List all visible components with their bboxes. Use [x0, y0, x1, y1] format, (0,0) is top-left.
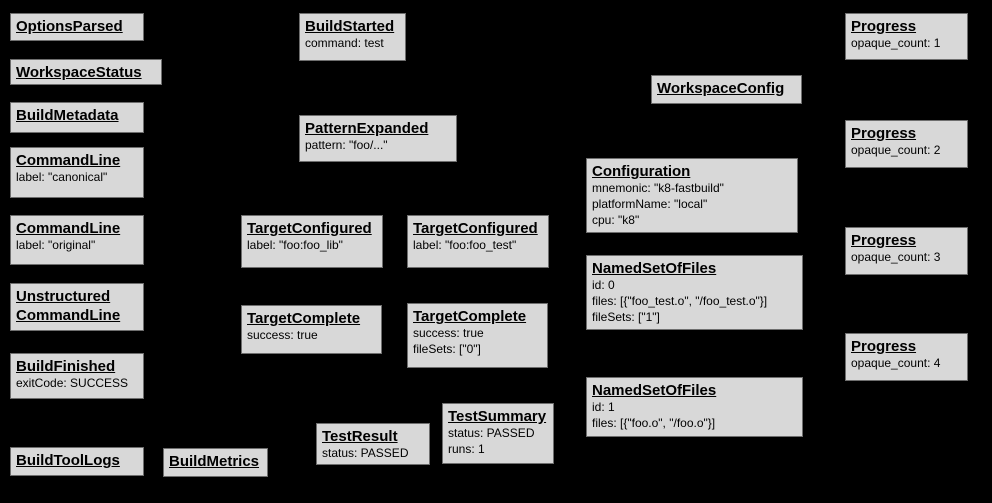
- node-attribute: opaque_count: 1: [851, 36, 941, 51]
- node-build-finished: BuildFinished exitCode: SUCCESS: [10, 353, 144, 399]
- node-target-configured-foo-test: TargetConfigured label: "foo:foo_test": [407, 215, 549, 268]
- node-attribute: files: [{"foo.o", "/foo.o"}]: [592, 416, 716, 431]
- node-title: CommandLine: [16, 152, 121, 169]
- node-title: WorkspaceConfig: [657, 80, 785, 97]
- node-title: TargetConfigured: [247, 220, 372, 237]
- node-title: BuildMetrics: [169, 453, 260, 470]
- node-title: CommandLine: [16, 220, 121, 237]
- node-build-tool-logs: BuildToolLogs: [10, 447, 144, 476]
- node-title: Unstructured CommandLine: [16, 288, 121, 325]
- node-attribute: status: PASSED: [322, 446, 409, 461]
- node-attribute: mnemonic: "k8-fastbuild": [592, 181, 724, 196]
- node-title: PatternExpanded: [305, 120, 429, 137]
- node-build-metadata: BuildMetadata: [10, 102, 144, 133]
- node-attribute: runs: 1: [448, 442, 485, 457]
- node-attribute: id: 0: [592, 278, 615, 293]
- node-attribute: status: PASSED: [448, 426, 535, 441]
- node-title: TestResult: [322, 428, 398, 445]
- node-attribute: label: "canonical": [16, 170, 108, 185]
- node-test-summary: TestSummary status: PASSED runs: 1: [442, 403, 554, 464]
- node-command-line-original: CommandLine label: "original": [10, 215, 144, 265]
- node-attribute: label: "foo:foo_lib": [247, 238, 343, 253]
- node-title: Configuration: [592, 163, 691, 180]
- node-attribute: opaque_count: 4: [851, 356, 941, 371]
- node-named-set-of-files-1: NamedSetOfFiles id: 1 files: [{"foo.o", …: [586, 377, 803, 437]
- node-attribute: cpu: "k8": [592, 212, 640, 227]
- node-target-configured-foo-lib: TargetConfigured label: "foo:foo_lib": [241, 215, 383, 268]
- node-workspace-config: WorkspaceConfig: [651, 75, 802, 104]
- node-target-complete-foo-lib: TargetComplete success: true: [241, 305, 382, 354]
- node-target-complete-foo-test: TargetComplete success: true fileSets: […: [407, 303, 548, 368]
- node-title: NamedSetOfFiles: [592, 382, 717, 399]
- node-named-set-of-files-0: NamedSetOfFiles id: 0 files: [{"foo_test…: [586, 255, 803, 330]
- node-title: WorkspaceStatus: [16, 64, 142, 81]
- node-title: TargetConfigured: [413, 220, 538, 237]
- node-attribute: fileSets: ["1"]: [592, 309, 660, 324]
- node-title: NamedSetOfFiles: [592, 260, 717, 277]
- node-title: Progress: [851, 125, 917, 142]
- node-attribute: exitCode: SUCCESS: [16, 376, 129, 391]
- node-title: Progress: [851, 338, 917, 355]
- node-attribute: id: 1: [592, 400, 615, 415]
- node-attribute: opaque_count: 2: [851, 143, 941, 158]
- node-progress-4: Progress opaque_count: 4: [845, 333, 968, 381]
- node-title: BuildToolLogs: [16, 452, 120, 469]
- node-command-line-canonical: CommandLine label: "canonical": [10, 147, 144, 198]
- node-title: BuildFinished: [16, 358, 116, 375]
- node-progress-3: Progress opaque_count: 3: [845, 227, 968, 275]
- node-title: TargetComplete: [247, 310, 361, 327]
- node-title: TargetComplete: [413, 308, 527, 325]
- node-title: BuildStarted: [305, 18, 395, 35]
- node-attribute: success: true: [413, 326, 484, 341]
- node-title: Progress: [851, 232, 917, 249]
- node-attribute: label: "foo:foo_test": [413, 238, 517, 253]
- node-progress-1: Progress opaque_count: 1: [845, 13, 968, 60]
- node-title: OptionsParsed: [16, 18, 123, 35]
- node-attribute: label: "original": [16, 238, 96, 253]
- node-title: Progress: [851, 18, 917, 35]
- node-options-parsed: OptionsParsed: [10, 13, 144, 41]
- node-attribute: command: test: [305, 36, 384, 51]
- node-attribute: fileSets: ["0"]: [413, 342, 481, 357]
- node-workspace-status: WorkspaceStatus: [10, 59, 162, 85]
- node-title: TestSummary: [448, 408, 547, 425]
- node-build-metrics: BuildMetrics: [163, 448, 268, 477]
- node-attribute: platformName: "local": [592, 197, 708, 212]
- node-attribute: pattern: "foo/...": [305, 138, 388, 153]
- node-progress-2: Progress opaque_count: 2: [845, 120, 968, 168]
- node-test-result: TestResult status: PASSED: [316, 423, 430, 465]
- node-unstructured-command-line: Unstructured CommandLine: [10, 283, 144, 331]
- node-title: BuildMetadata: [16, 107, 119, 124]
- node-build-started: BuildStarted command: test: [299, 13, 406, 61]
- node-pattern-expanded: PatternExpanded pattern: "foo/...": [299, 115, 457, 162]
- node-attribute: opaque_count: 3: [851, 250, 941, 265]
- node-configuration: Configuration mnemonic: "k8-fastbuild" p…: [586, 158, 798, 233]
- node-attribute: files: [{"foo_test.o", "/foo_test.o"}]: [592, 294, 768, 309]
- node-attribute: success: true: [247, 328, 318, 343]
